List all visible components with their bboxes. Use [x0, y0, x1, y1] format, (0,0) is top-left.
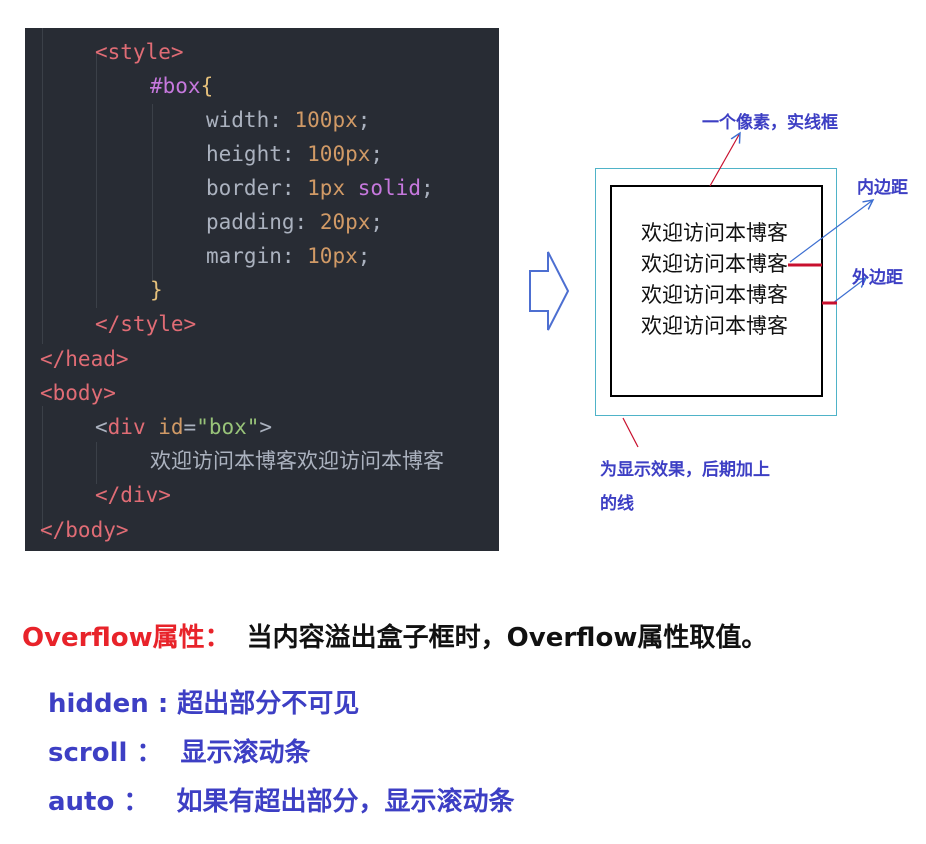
code-line: }	[25, 273, 163, 307]
right-arrow-icon	[529, 251, 570, 331]
overflow-description: 当内容溢出盒子框时，Overflow属性取值。	[246, 623, 768, 653]
code-prop-value: 10px	[307, 244, 358, 268]
code-line: height: 100px;	[206, 142, 384, 166]
overflow-option-scroll: scroll ： 显示滚动条	[48, 738, 311, 768]
code-prop-value: 1px	[307, 176, 346, 200]
padding-annotation: 内边距	[857, 178, 908, 198]
code-line: padding: 20px;	[206, 210, 384, 234]
indent-guide	[42, 406, 43, 534]
code-prop-value: 20px	[319, 210, 371, 234]
overflow-label: Overflow属性：	[22, 623, 231, 653]
code-div-close: </div>	[95, 483, 171, 507]
code-line: width: 100px;	[206, 108, 371, 132]
box-content-text: 欢迎访问本博客欢迎访问本博客欢迎访问本博客欢迎访问本博客	[641, 221, 788, 338]
code-body-close: </body>	[40, 518, 129, 542]
added-line-annotation: 为显示效果，后期加上	[600, 460, 770, 480]
indent-guide	[96, 52, 97, 308]
code-brace-open: {	[200, 74, 214, 98]
code-prop-name: padding	[206, 210, 295, 234]
code-style-open: <style>	[95, 40, 184, 64]
code-body-open: <body>	[40, 381, 116, 405]
overflow-option-auto: auto ： 如果有超出部分，显示滚动条	[48, 787, 515, 817]
code-line: border: 1px solid;	[206, 176, 434, 200]
code-line: </div>	[25, 478, 171, 512]
code-prop-name: width	[206, 108, 270, 132]
code-selector: #box	[150, 74, 201, 98]
code-line: margin: 10px;	[206, 244, 371, 268]
code-line: </head>	[25, 342, 129, 376]
overflow-heading: Overflow属性： 当内容溢出盒子框时，Overflow属性取值。	[22, 617, 767, 654]
code-div-tag: div	[107, 415, 146, 439]
added-line-pointer	[622, 417, 639, 448]
code-editor: <style> #box{ width: 100px; height: 100p…	[25, 28, 499, 551]
code-style-close: </style>	[95, 312, 197, 336]
code-head-close: </head>	[40, 347, 129, 371]
code-prop-name: height	[206, 142, 282, 166]
code-line: <body>	[25, 376, 116, 410]
overflow-option-hidden: hidden : 超出部分不可见	[48, 689, 360, 719]
code-prop-value: 100px	[294, 108, 358, 132]
border-annotation: 一个像素，实线框	[702, 113, 838, 133]
code-line: <style>	[25, 35, 184, 69]
code-div-attr: id	[158, 415, 184, 439]
code-div-attr-value: "box"	[196, 415, 260, 439]
code-brace-close: }	[150, 278, 163, 302]
margin-annotation: 外边距	[852, 268, 903, 288]
code-div-content: 欢迎访问本博客欢迎访问本博客	[150, 449, 444, 473]
code-prop-name: margin	[206, 244, 282, 268]
code-line: #box{	[25, 69, 213, 103]
added-line-annotation-cont: 的线	[600, 494, 634, 514]
code-prop-keyword: solid	[357, 176, 421, 200]
indent-guide	[152, 104, 153, 280]
code-line: </body>	[25, 513, 129, 547]
code-line: 欢迎访问本博客欢迎访问本博客	[25, 444, 444, 478]
code-prop-value: 100px	[307, 142, 371, 166]
indent-guide	[42, 28, 43, 344]
code-line: <div id="box">	[95, 415, 273, 439]
code-prop-name: border	[206, 176, 282, 200]
code-line: </style>	[25, 307, 196, 341]
indent-guide	[96, 442, 97, 484]
